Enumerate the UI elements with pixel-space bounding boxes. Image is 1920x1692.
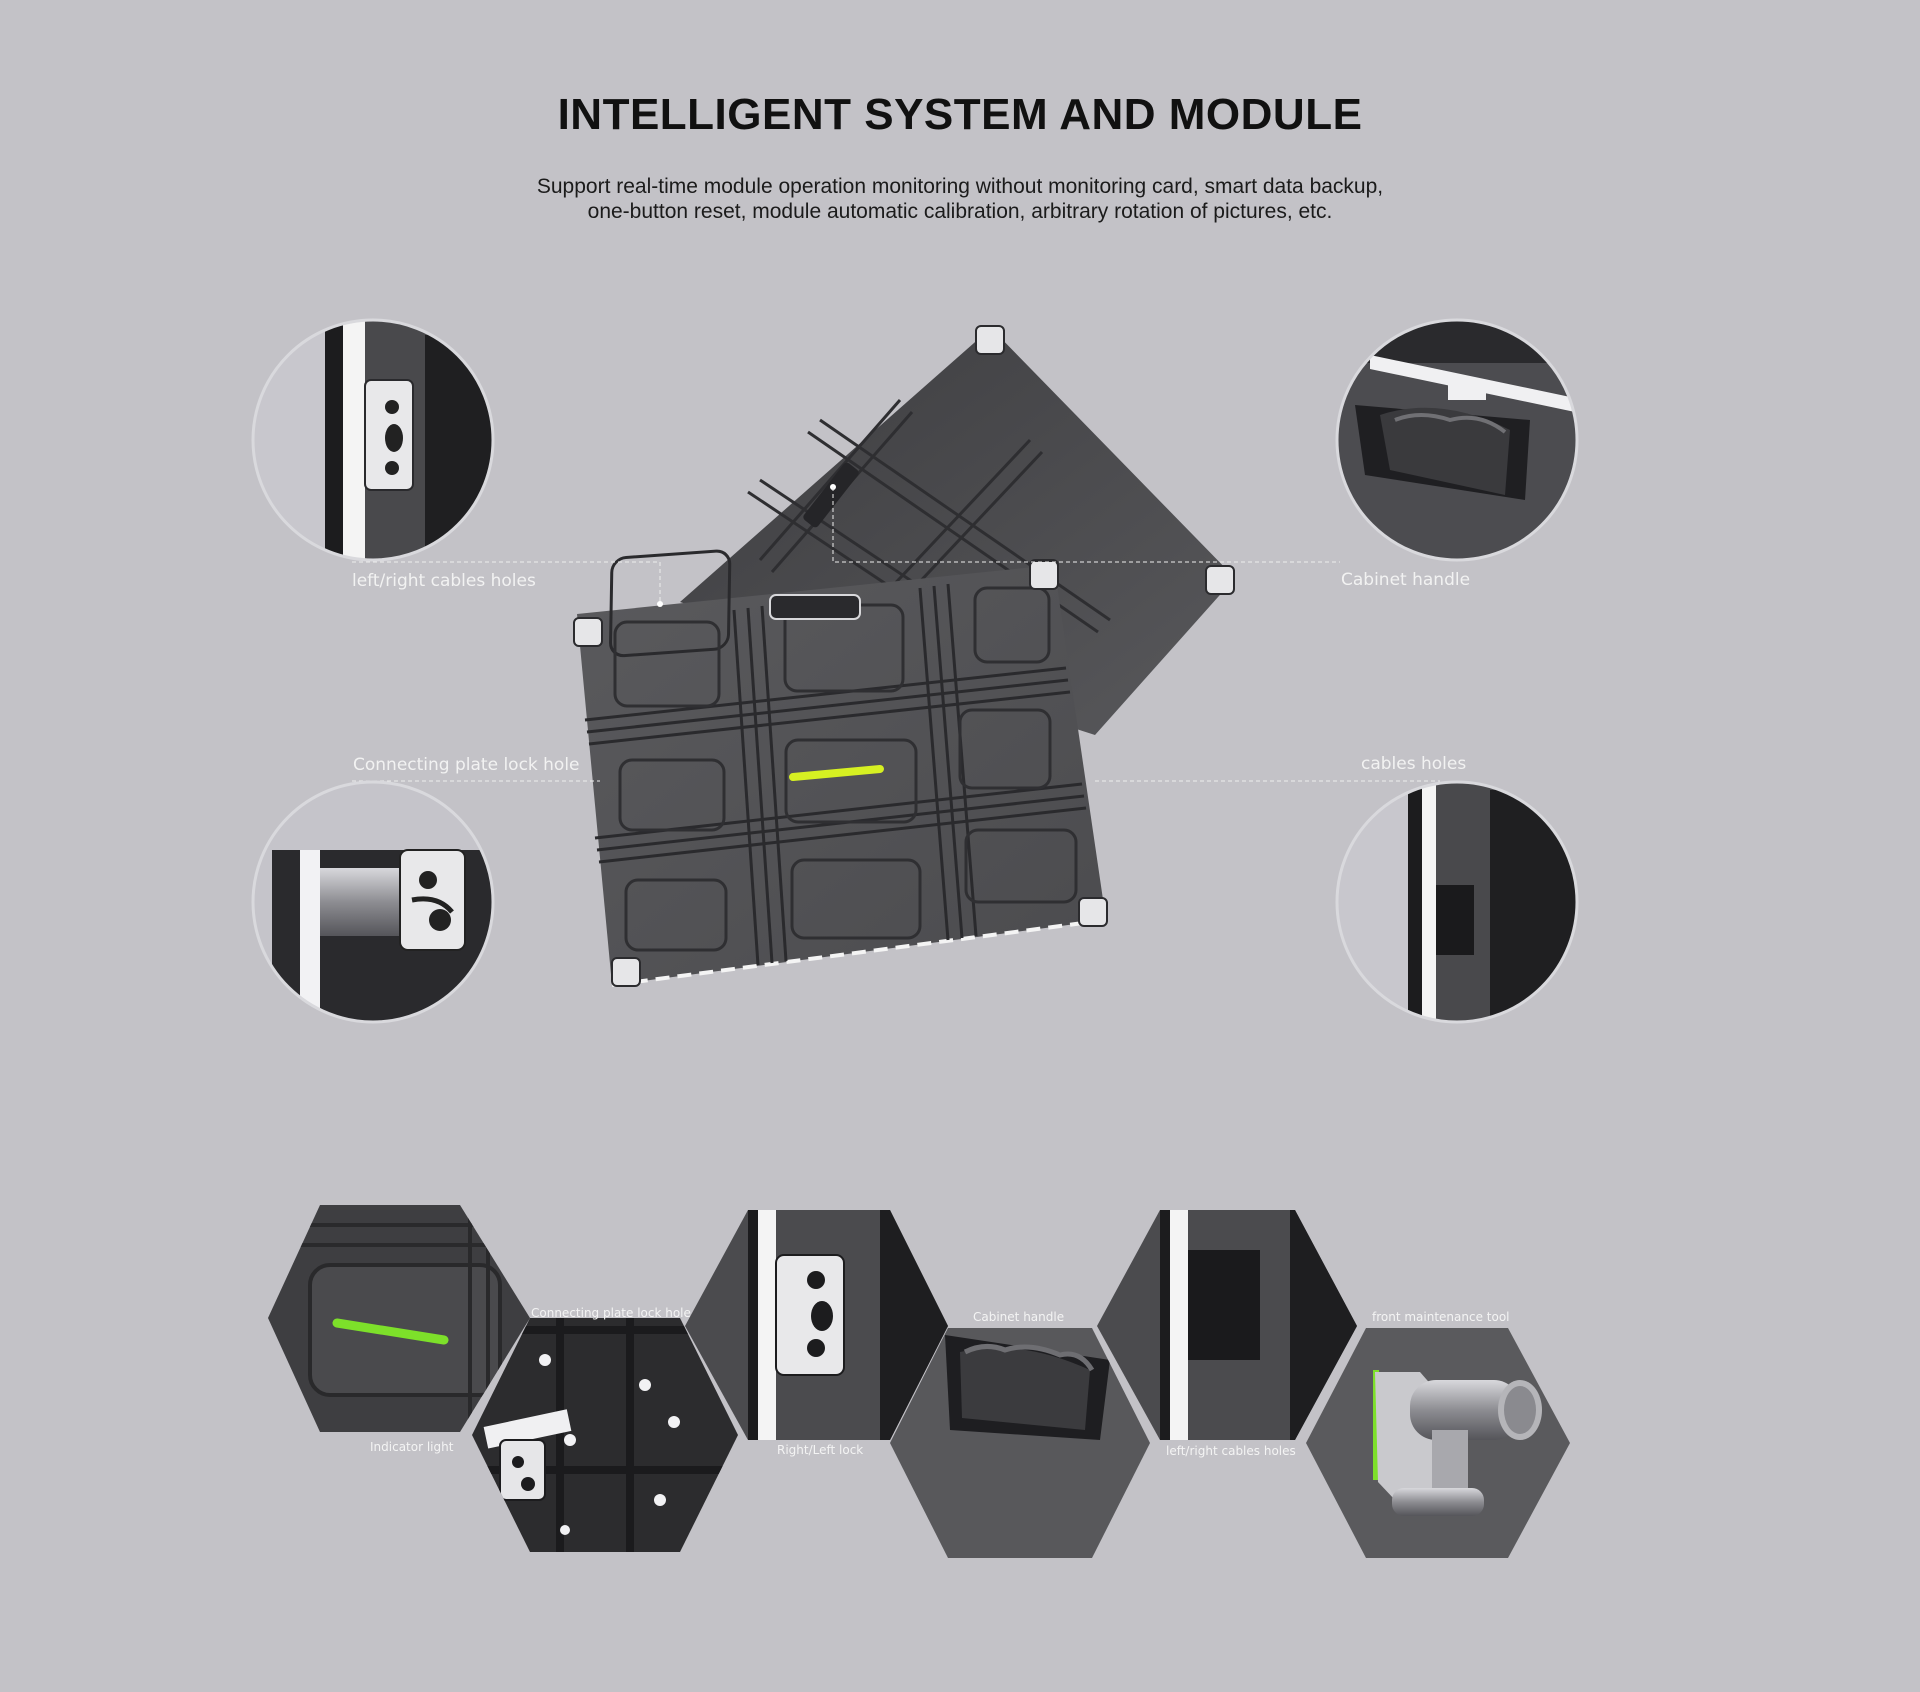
hex-tile-indicator-light <box>268 1205 530 1432</box>
hex-tile-connecting-plate-lock-hole <box>472 1318 738 1552</box>
callout-left-right-cables-holes: left/right cables holes <box>352 571 536 591</box>
detail-circle-left-right-cables <box>251 318 495 562</box>
hex-tile-left-right-cables-holes <box>1097 1210 1357 1440</box>
hex-tile-right-left-lock <box>685 1210 948 1440</box>
detail-circle-cabinet-handle <box>1335 318 1579 562</box>
subtitle-line-1: Support real-time module operation monit… <box>536 175 1384 198</box>
tile-label-front-maintenance-tool: front maintenance tool <box>1372 1310 1510 1324</box>
tile-label-indicator-light: Indicator light <box>370 1440 454 1454</box>
callout-cabinet-handle: Cabinet handle <box>1341 570 1471 590</box>
page-title: INTELLIGENT SYSTEM AND MODULE <box>557 90 1363 139</box>
tile-label-connecting-plate-lock-hole: Connecting plate lock hole <box>531 1306 691 1320</box>
callout-connecting-plate-lock-hole: Connecting plate lock hole <box>353 755 580 775</box>
callout-cables-holes: cables holes <box>1361 754 1467 774</box>
detail-circle-connecting-plate <box>251 780 495 1024</box>
front-cabinet <box>573 549 1108 987</box>
tile-label-right-left-lock: Right/Left lock <box>777 1443 864 1457</box>
tile-label-cabinet-handle: Cabinet handle <box>973 1310 1065 1324</box>
leader-lines <box>352 487 1440 782</box>
page-subtitle: Support real-time module operation monit… <box>0 174 1920 224</box>
tile-label-left-right-cables-holes: left/right cables holes <box>1166 1444 1296 1458</box>
hex-tile-cabinet-handle <box>890 1328 1150 1558</box>
hex-tile-front-maintenance-tool <box>1306 1328 1570 1558</box>
detail-circle-cables-holes <box>1335 780 1579 1024</box>
subtitle-line-2: one-button reset, module automatic calib… <box>587 200 1333 223</box>
indicator-light-yellow <box>789 765 884 781</box>
